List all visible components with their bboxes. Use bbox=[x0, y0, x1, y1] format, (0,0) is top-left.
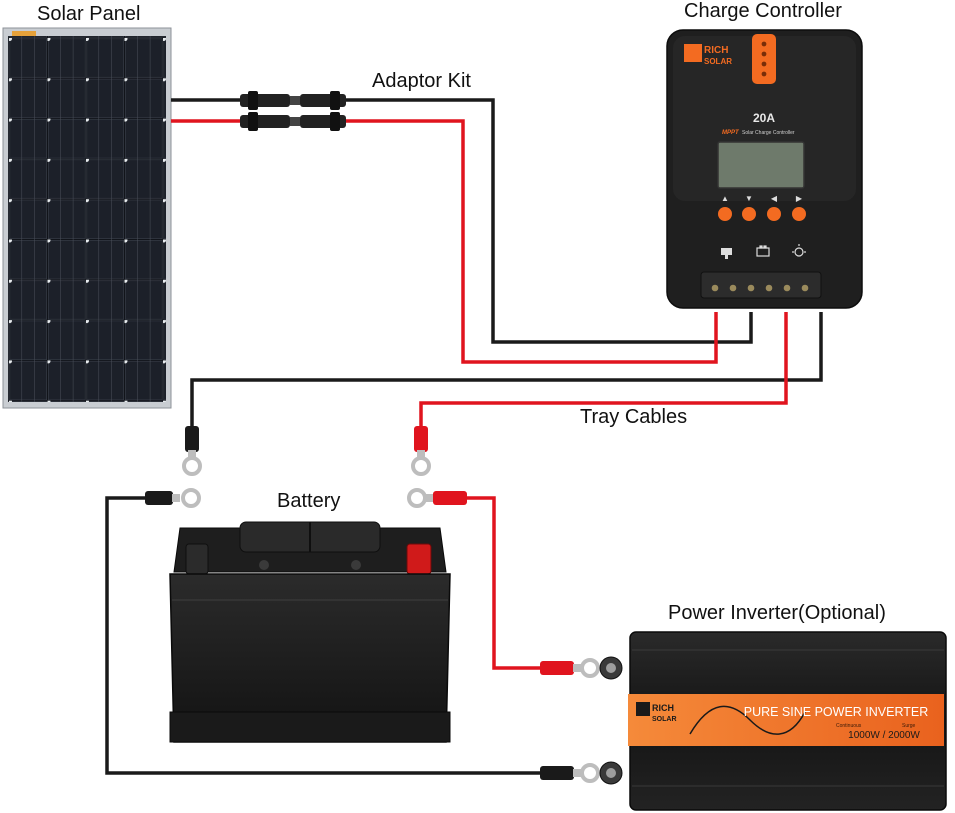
mc4-connector-positive bbox=[240, 112, 346, 131]
charge-controller: RICH SOLAR 20A MPPT Solar Charge Control… bbox=[666, 29, 863, 309]
mc4-connector-negative bbox=[240, 91, 346, 110]
svg-text:▲: ▲ bbox=[721, 194, 729, 203]
power-inverter-label: Power Inverter(Optional) bbox=[668, 602, 886, 624]
svg-text:▶: ▶ bbox=[796, 194, 803, 203]
solar-panel bbox=[2, 27, 172, 409]
controller-type: MPPT bbox=[722, 130, 740, 136]
inverter-cables bbox=[105, 496, 545, 775]
inverter-cable-terminal-positive-battery bbox=[407, 488, 467, 508]
controller-lcd-screen bbox=[717, 141, 805, 189]
inverter-label-band bbox=[628, 694, 944, 746]
svg-text:▼: ▼ bbox=[745, 194, 753, 203]
inverter-title: PURE SINE POWER INVERTER bbox=[744, 705, 929, 719]
inverter-rating: 1000W / 2000W bbox=[848, 730, 920, 741]
solar-terminal-icon bbox=[721, 248, 732, 259]
battery-negative-post bbox=[185, 543, 209, 575]
tray-cables-label: Tray Cables bbox=[580, 406, 688, 428]
battery-label: Battery bbox=[277, 490, 341, 512]
controller-button-right bbox=[792, 207, 806, 221]
inverter-cable-terminal-negative-inverter bbox=[540, 763, 600, 783]
inverter-cable-terminal-positive-inverter bbox=[540, 658, 600, 678]
power-inverter: RICH SOLAR PURE SINE POWER INVERTER Cont… bbox=[599, 631, 947, 811]
pv-wires bbox=[171, 98, 753, 364]
controller-button-down bbox=[742, 207, 756, 221]
battery-positive-post bbox=[406, 543, 432, 575]
tray-cables bbox=[190, 312, 823, 432]
controller-terminal-block bbox=[700, 271, 822, 299]
solar-panel-label: Solar Panel bbox=[37, 3, 141, 25]
load-terminal-icon bbox=[792, 244, 806, 257]
battery-terminal-icon bbox=[756, 245, 770, 257]
inverter-continuous-label: Continuous bbox=[836, 723, 862, 729]
inverter-brand-line1: RICH bbox=[652, 703, 674, 713]
adaptor-kit-connectors bbox=[240, 91, 346, 131]
battery bbox=[169, 521, 451, 743]
tray-cable-terminal-positive bbox=[411, 426, 431, 476]
controller-logo: RICH SOLAR bbox=[684, 44, 732, 66]
adaptor-kit-label: Adaptor Kit bbox=[372, 70, 471, 92]
charge-controller-label: Charge Controller bbox=[684, 0, 842, 22]
inverter-brand-line2: SOLAR bbox=[652, 716, 677, 723]
sine-wave-icon bbox=[689, 705, 806, 735]
indicator-strip bbox=[752, 34, 776, 84]
controller-button-up bbox=[718, 207, 732, 221]
controller-brand-line1: RICH bbox=[704, 45, 728, 56]
controller-rating: 20A bbox=[753, 111, 775, 125]
controller-subtitle: Solar Charge Controller bbox=[742, 130, 795, 136]
svg-text:◀: ◀ bbox=[771, 194, 778, 203]
inverter-surge-label: Surge bbox=[902, 723, 916, 729]
controller-button-left bbox=[767, 207, 781, 221]
inverter-cable-terminal-negative-battery bbox=[145, 488, 201, 508]
tray-cable-terminal-negative bbox=[182, 426, 202, 476]
controller-brand-line2: SOLAR bbox=[704, 57, 732, 66]
